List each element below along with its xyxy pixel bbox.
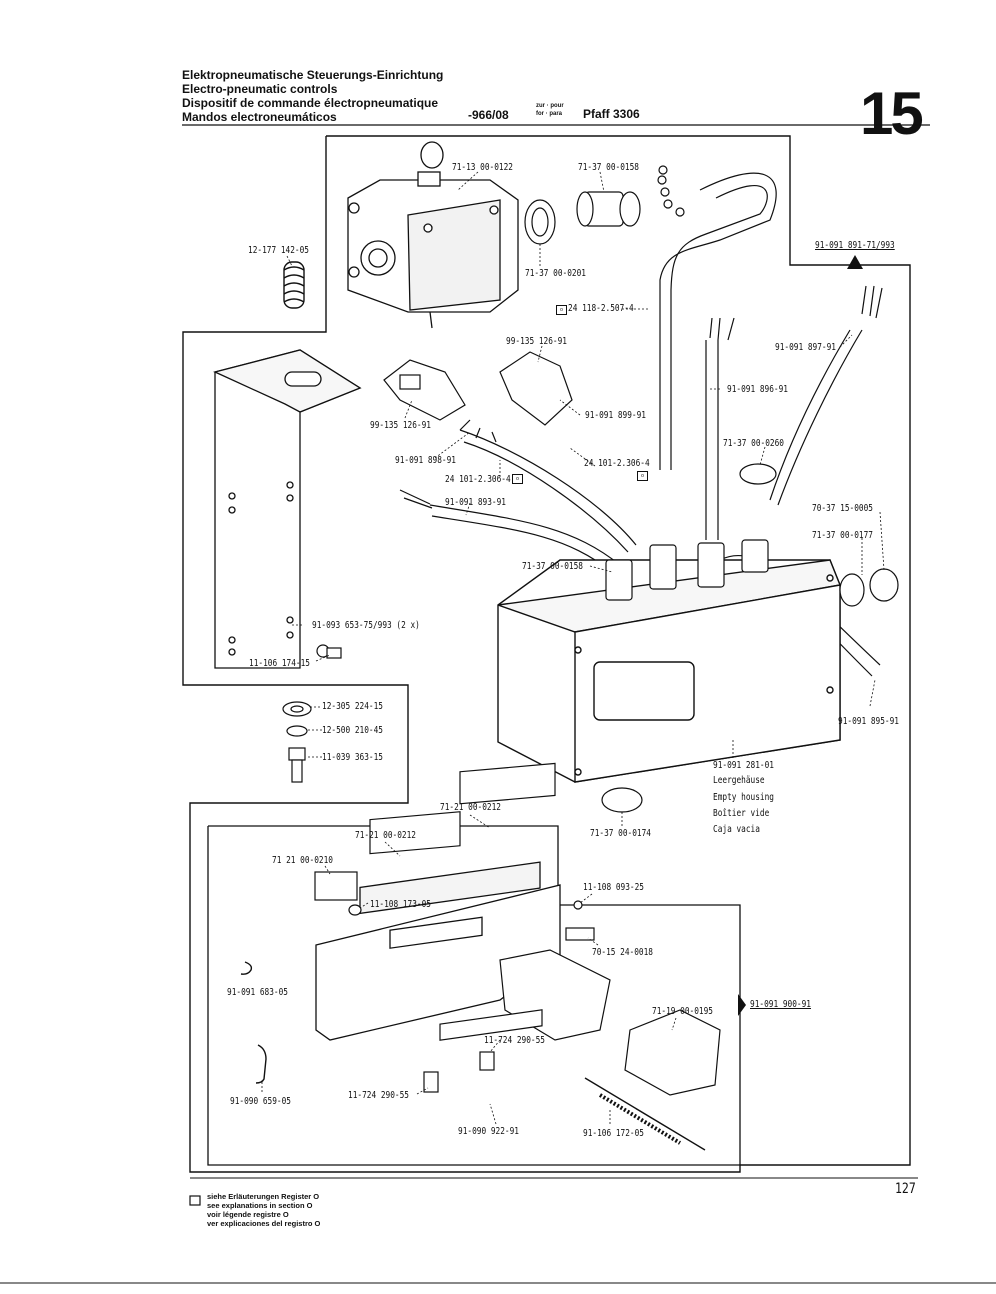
spring-rod-91-106	[584, 1077, 706, 1151]
part-label: 91-091 683-05	[227, 987, 288, 998]
section-number: 15	[860, 80, 924, 147]
part-label: 99-135 126-91	[370, 420, 431, 431]
part-label: 11-108 093-25	[583, 882, 644, 893]
part-label: 11-724 290-55	[348, 1090, 409, 1101]
part-label: 91-090 922-91	[458, 1126, 519, 1137]
housing-label-es: Caja vacia	[713, 824, 760, 835]
part-label: 11-039 363-15	[322, 752, 383, 763]
screw-11-106	[316, 644, 342, 659]
part-label-reference: 91-091 900-91	[750, 999, 811, 1010]
part-label: 11-108 173-05	[370, 899, 431, 910]
legend-box-icon	[189, 1195, 201, 1206]
legend-english: see explanations in section O	[207, 1201, 313, 1210]
part-label: 91-093 653-75/993 (2 x)	[312, 620, 420, 631]
terminal-strip-922	[439, 1009, 543, 1041]
connector-plug-left	[383, 359, 466, 421]
bolt-11-039	[288, 747, 306, 761]
part-label: 71-37 00-0260	[723, 438, 784, 449]
part-label-reference: 91-091 891-71/993	[815, 240, 895, 251]
terminal-block-0210	[314, 871, 358, 901]
legend-german: siehe Erläuterungen Register O	[207, 1192, 320, 1201]
clip-683	[240, 961, 253, 975]
part-label: 70-15 24-0018	[592, 947, 653, 958]
part-label: 91-091 895-91	[838, 716, 899, 727]
part-label: 91-091 897-91	[775, 342, 836, 353]
part-label: 91-091 896-91	[727, 384, 788, 395]
part-label: 71-19 00-0195	[652, 1006, 713, 1017]
cable-891	[659, 172, 777, 470]
part-label: 71-37 00-0174	[590, 828, 651, 839]
model-code: -966/08	[468, 108, 509, 122]
part-label: 12-500 210-45	[322, 725, 383, 736]
part-label: 71-37 00-0158	[578, 162, 639, 173]
relay-71-19	[624, 1009, 721, 1096]
group-frame	[182, 135, 911, 1173]
screw-11-108-173	[348, 904, 362, 916]
part-label: 71-37 00-0158	[522, 561, 583, 572]
terminal-block-0212-top	[459, 762, 556, 805]
part-label: 71-21 00-0212	[355, 830, 416, 841]
part-label: 71-13 00-0122	[452, 162, 513, 173]
housing-label-fr: Boîtier vide	[713, 808, 770, 819]
housing-label-de: Leergehäuse	[713, 775, 765, 786]
part-label: 11-724 290-55	[484, 1035, 545, 1046]
part-label: 12-177 142-05	[248, 245, 309, 256]
legend-box-icon: o	[556, 305, 567, 315]
part-label: 71-37 00-0201	[525, 268, 586, 279]
part-label: 91-091 281-01	[713, 760, 774, 771]
nut-0174	[601, 787, 643, 813]
limit-switch	[347, 141, 519, 329]
connector-plug-right	[499, 351, 573, 426]
mounting-bracket	[213, 349, 362, 669]
legend-box-icon: o	[637, 471, 648, 481]
page-number: 127	[895, 1181, 916, 1197]
part-label: 11-106 174-15	[249, 658, 310, 669]
empty-housing	[497, 559, 841, 783]
spring-12-177	[283, 261, 305, 309]
machine-model: Pfaff 3306	[583, 107, 640, 121]
blind-plug-0260	[739, 463, 777, 485]
part-label: 24 101-2.306-4	[445, 474, 511, 485]
part-label: 70-37 15-0005	[812, 503, 873, 514]
bracket-659	[255, 1044, 267, 1084]
title-french: Dispositif de commande électropneumatiqu…	[182, 96, 439, 110]
lockwasher-12-500	[286, 725, 308, 737]
part-label: 91-106 172-05	[583, 1128, 644, 1139]
housing-label-en: Empty housing	[713, 792, 774, 803]
part-label: 71 21 00-0210	[272, 855, 333, 866]
part-label: 24 118-2.507-4	[568, 303, 634, 314]
part-label: 24 101-2.306-4	[584, 458, 650, 469]
part-label: 71-37 00-0177	[812, 530, 873, 541]
title-english: Electro-pneumatic controls	[182, 82, 338, 96]
part-label: 91-091 893-91	[445, 497, 506, 508]
part-label: 12-305 224-15	[322, 701, 383, 712]
part-label: 91-091 898-91	[395, 455, 456, 466]
terminal-block-0212-mid	[369, 811, 461, 855]
part-label: 71-21 00-0212	[440, 802, 501, 813]
for-label-de-fr: zur · pour	[536, 103, 564, 109]
inner-frame	[207, 825, 741, 1166]
legend-spanish: ver explicaciones del registro O	[207, 1219, 321, 1228]
for-label-en-es: for · para	[536, 111, 563, 117]
legend-french: voir légende registre O	[207, 1210, 289, 1219]
title-spanish: Mandos electroneumáticos	[182, 110, 337, 124]
legend-box-icon: o	[512, 474, 523, 484]
title-german: Elektropneumatische Steuerungs-Einrichtu…	[182, 68, 444, 82]
part-label: 91-091 899-91	[585, 410, 646, 421]
fuse-70-15	[565, 927, 595, 941]
part-label: 99-135 126-91	[506, 336, 567, 347]
part-label: 91-090 659-05	[230, 1096, 291, 1107]
